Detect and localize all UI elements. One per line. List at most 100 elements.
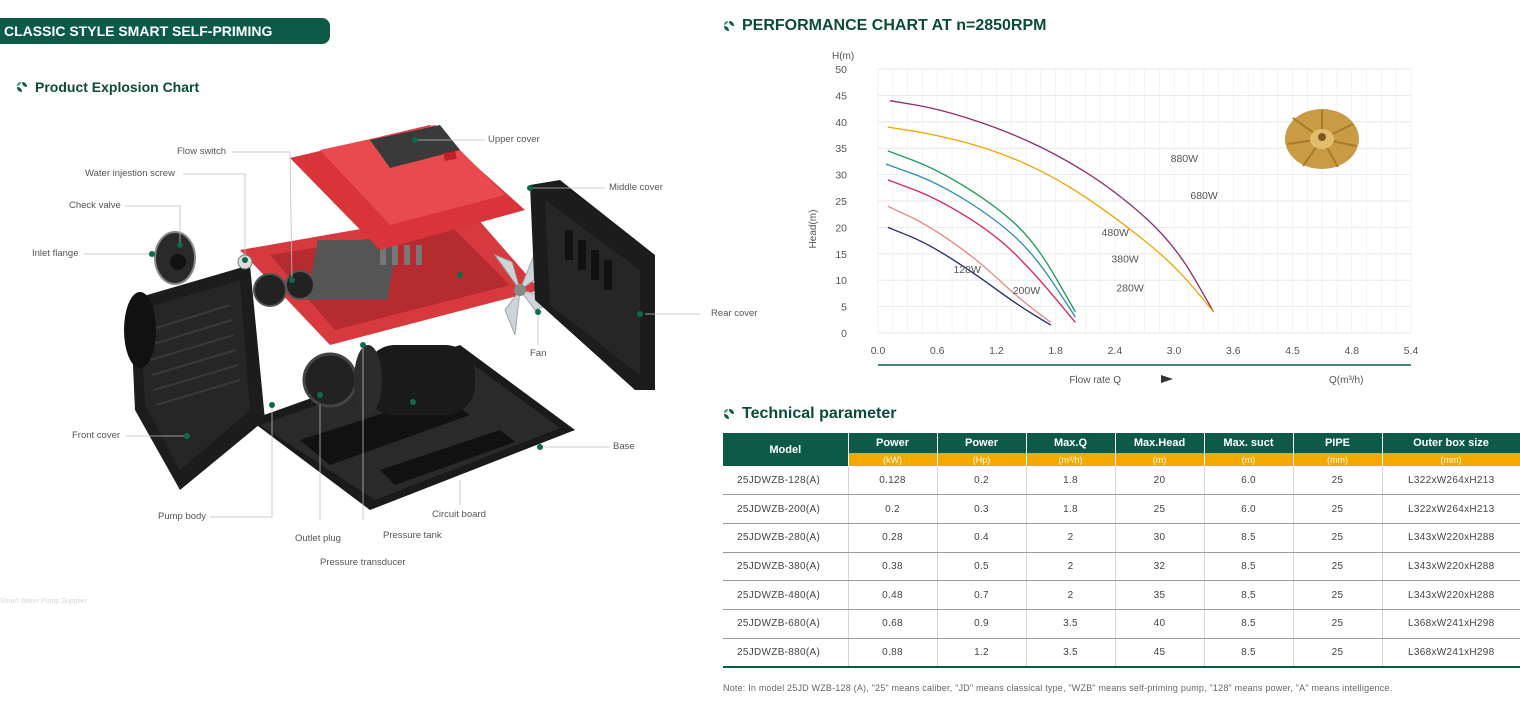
table-cell: L343xW220xH288 (1382, 552, 1520, 582)
callout-front-cover: Front cover (72, 430, 121, 441)
callout-base: Base (613, 441, 635, 452)
y-tick-label: 0 (841, 328, 847, 340)
x-tick-label: 0.0 (871, 345, 886, 357)
x-tick-label: 4.8 (1344, 345, 1359, 357)
table-cell: 0.4 (937, 523, 1027, 553)
page-banner: CLASSIC STYLE SMART SELF-PRIMING PUMP(A) (0, 18, 330, 65)
series-line-380W (885, 163, 1076, 318)
technical-table: Model Power Power Max.Q Max.Head Max. su… (723, 433, 1520, 668)
table-cell: 2 (1026, 580, 1116, 610)
y-tick-label: 50 (835, 64, 847, 76)
technical-heading-label: Technical parameter (742, 405, 897, 422)
table-cell: 25JDWZB-200(A) (723, 494, 849, 524)
table-cell: L322xW264xH213 (1382, 494, 1520, 524)
table-cell: 32 (1115, 552, 1205, 582)
unit-cell: (mm) (1382, 453, 1520, 466)
leaf-swirl-icon (17, 82, 27, 92)
table-cell: 2 (1026, 523, 1116, 553)
x-tick-label: 5.4 (1404, 345, 1419, 357)
x-tick-label: 0.6 (930, 345, 945, 357)
table-cell: L343xW220xH288 (1382, 580, 1520, 610)
x-axis-unit: Q(m³/h) (1329, 375, 1363, 386)
pump-explosion-illustration (84, 125, 700, 520)
callout-pump-body: Pump body (158, 511, 207, 522)
table-cell: 0.9 (937, 609, 1027, 639)
table-cell: 25JDWZB-128(A) (723, 466, 849, 496)
callout-circuit-board: Circuit board (432, 509, 486, 520)
table-cell: L368xW241xH298 (1382, 609, 1520, 639)
table-cell: 40 (1115, 609, 1205, 639)
table-cell: 0.2 (937, 466, 1027, 496)
unit-cell: (m) (1115, 453, 1205, 466)
technical-heading: Technical parameter (723, 405, 896, 423)
table-cell: 25 (1293, 494, 1383, 524)
table-cell: 25 (1293, 580, 1383, 610)
performance-heading: PERFORMANCE CHART AT n=2850RPM (723, 17, 1046, 35)
faint-footer-text: Smart Water Pump Supplier (0, 598, 87, 605)
unit-cell: (mm) (1293, 453, 1383, 466)
y-tick-label: 30 (835, 170, 847, 182)
table-cell: 3.5 (1026, 609, 1116, 639)
table-cell: 1.8 (1026, 494, 1116, 524)
right-arrow-icon (1161, 375, 1173, 383)
table-cell: 25 (1293, 638, 1383, 668)
table-cell: 0.68 (848, 609, 938, 639)
table-cell: 35 (1115, 580, 1205, 610)
leaf-swirl-icon (724, 21, 734, 31)
y-axis-label: Head(m) (808, 210, 819, 249)
callout-upper-cover: Upper cover (488, 134, 540, 145)
unit-cell: (m³/h) (1026, 453, 1116, 466)
y-tick-label: 45 (835, 90, 847, 102)
series-line-880W (889, 100, 1215, 313)
callout-pressure-tank: Pressure tank (383, 530, 442, 541)
x-tick-label: 1.8 (1048, 345, 1063, 357)
explosion-heading: Product Explosion Chart (16, 79, 199, 95)
table-cell: 25 (1115, 494, 1205, 524)
table-cell: 3.5 (1026, 638, 1116, 668)
table-cell: 30 (1115, 523, 1205, 553)
table-cell: 0.28 (848, 523, 938, 553)
table-cell: 25 (1293, 609, 1383, 639)
callout-pressure-transducer: Pressure transducer (320, 557, 406, 568)
x-tick-label: 2.4 (1108, 345, 1123, 357)
y-tick-label: 5 (841, 302, 847, 314)
table-cell: 6.0 (1204, 494, 1294, 524)
table-cell: 1.8 (1026, 466, 1116, 496)
column-header-max-q: Max.Q (1026, 433, 1116, 453)
series-line-280W (887, 179, 1076, 323)
series-label-280W: 280W (1116, 282, 1144, 294)
table-cell: 25JDWZB-280(A) (723, 523, 849, 553)
series-label-480W: 480W (1102, 227, 1130, 239)
table-cell: L343xW220xH288 (1382, 523, 1520, 553)
table-cell: 45 (1115, 638, 1205, 668)
table-cell: L322xW264xH213 (1382, 466, 1520, 496)
table-cell: 8.5 (1204, 609, 1294, 639)
explosion-heading-label: Product Explosion Chart (35, 79, 200, 95)
table-cell: 25JDWZB-480(A) (723, 580, 849, 610)
column-header-model: Model (723, 433, 849, 466)
x-tick-label: 1.2 (989, 345, 1004, 357)
series-line-128W (887, 226, 1052, 326)
unit-cell: (Hp) (937, 453, 1027, 466)
callout-rear-cover: Rear cover (711, 308, 758, 319)
table-cell: 8.5 (1204, 580, 1294, 610)
series-label-200W: 200W (1013, 285, 1041, 297)
callout-outlet-plug: Outlet plug (295, 533, 341, 544)
series-line-680W (887, 126, 1215, 313)
y-tick-label: 25 (835, 196, 847, 208)
table-cell: 2 (1026, 552, 1116, 582)
series-label-880W: 880W (1171, 153, 1199, 165)
callout-check-valve: Check valve (69, 200, 121, 211)
callout-flow-switch: Flow switch (177, 146, 227, 157)
y-tick-label: 10 (835, 275, 847, 287)
y-tick-label: 15 (835, 249, 847, 261)
